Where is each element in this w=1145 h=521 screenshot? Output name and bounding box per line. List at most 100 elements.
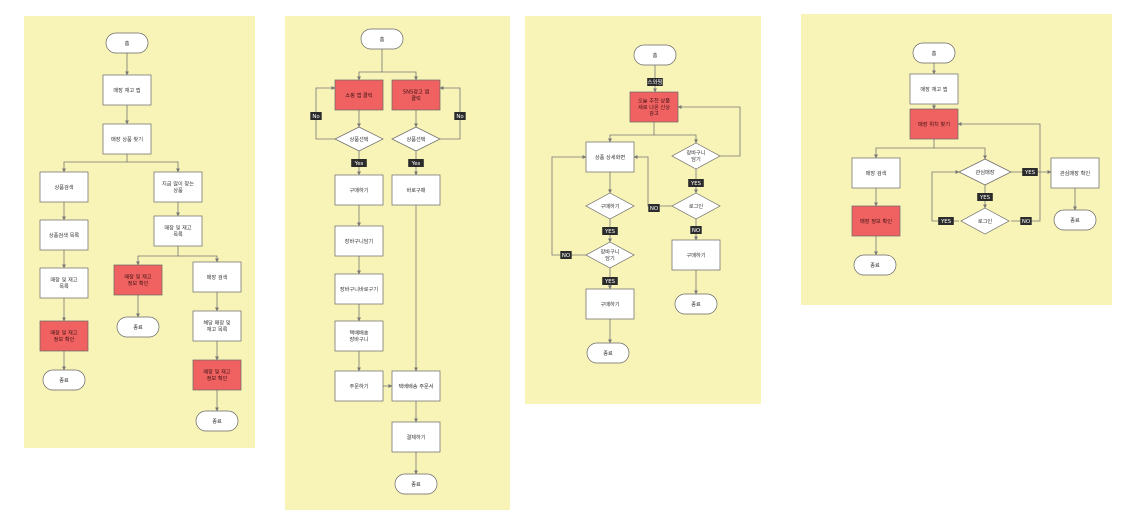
node-loginq: 로그인 [960,207,1010,235]
node-end1: 종료 [586,342,630,364]
node-label: 구매하기 [600,300,619,308]
branch-tag-label: YES [1024,170,1036,176]
node-label: 매장 검색 [207,273,228,281]
terminal-shape [633,44,677,66]
branch-tag-label: Yes [354,161,364,167]
process-shape [334,225,384,257]
node-label: 종료 [603,350,613,357]
decision-shape [960,207,1010,235]
decision-shape [391,126,441,152]
node-info: 매장 정보 확인 [851,205,901,237]
process-shape [391,174,441,206]
flow-arrow [62,154,128,173]
node-buyq: 구매하기 [585,192,635,220]
node-label: 종료 [870,262,880,269]
process-shape [909,73,959,105]
branch-tag-bg [454,112,466,120]
process-shape [585,141,635,173]
process-shape [102,123,152,155]
node-app: 매장 재고 찝 [909,73,959,105]
process-shape [192,310,242,342]
node-label: 택배배송 주문서 [398,382,433,390]
terminal-shape [853,254,897,276]
branch-tag: Yes [408,159,424,167]
branch-tag-bg [310,112,322,120]
node-start: 홈 [105,32,149,54]
node-label: 구매하기 [600,202,619,210]
flow-arrow [357,49,383,81]
branch-tag-bg [647,78,663,86]
node-end1: 종료 [116,316,160,338]
branch-tag: YES [938,217,954,225]
decision-shape [585,192,635,220]
flow-arrow [127,161,180,173]
node-storesearch: 매장 검색 [192,261,242,293]
node-label: 상품검색 목록 [49,231,80,239]
terminal-shape [1053,209,1097,231]
branch-tag-bg [1020,217,1032,225]
node-label: 관심매장 [975,168,994,176]
process-shape [909,108,959,140]
node-label: 관심매장 확인 [1060,169,1091,177]
node-label: 홈 [125,39,130,47]
node-favconfirm: 관심매장 확인 [1050,157,1100,189]
process-shape [391,370,441,402]
node-label: 상품선택 [406,135,425,143]
process-shape [334,273,384,305]
process-shape [1050,157,1100,189]
node-label: 종료 [59,377,69,384]
branch-tag: 스와핑 [647,78,663,86]
node-end: 종료 [394,473,438,495]
node-sel1: 상품선택 [334,126,384,152]
process-shape [39,320,89,352]
node-end2: 종료 [674,293,718,315]
branch-tag: YES [602,277,618,285]
terminal-shape [674,293,718,315]
node-label: 종료 [691,301,701,308]
branch-tag-bg [602,227,618,235]
node-label: 종료 [212,418,222,425]
terminal-shape [394,473,438,495]
branch-tag-label: YES [690,181,702,187]
process-shape [391,421,441,453]
branch-tag-bg [560,251,572,259]
node-end3: 종료 [195,410,239,432]
node-label: 매장 재고 찝 [920,85,947,93]
node-label: 쇼핑 앱 클릭 [345,91,372,99]
node-app: 매장 재고 찝 [102,74,152,106]
branch-tag: YES [1022,168,1038,176]
branch-tag-label: YES [940,219,952,225]
branch-tag: YES [688,179,704,187]
decision-shape [585,241,635,269]
process-shape [334,370,384,402]
node-find: 매장 상품 찾기 [102,123,152,155]
flow-arrow [178,255,219,263]
process-shape [153,215,203,247]
terminal-shape [586,342,630,364]
decision-shape [958,158,1012,186]
process-shape [629,91,679,123]
branch-tag: NO [690,226,702,234]
decision-shape [671,192,721,220]
terminal-shape [116,316,160,338]
branch-tag-bg [1022,168,1038,176]
branch-tag-label: NO [562,253,570,259]
branch-tag-label: YES [979,195,991,201]
node-end2: 종료 [42,369,86,391]
branch-tag-bg [690,226,702,234]
process-shape [39,219,89,251]
